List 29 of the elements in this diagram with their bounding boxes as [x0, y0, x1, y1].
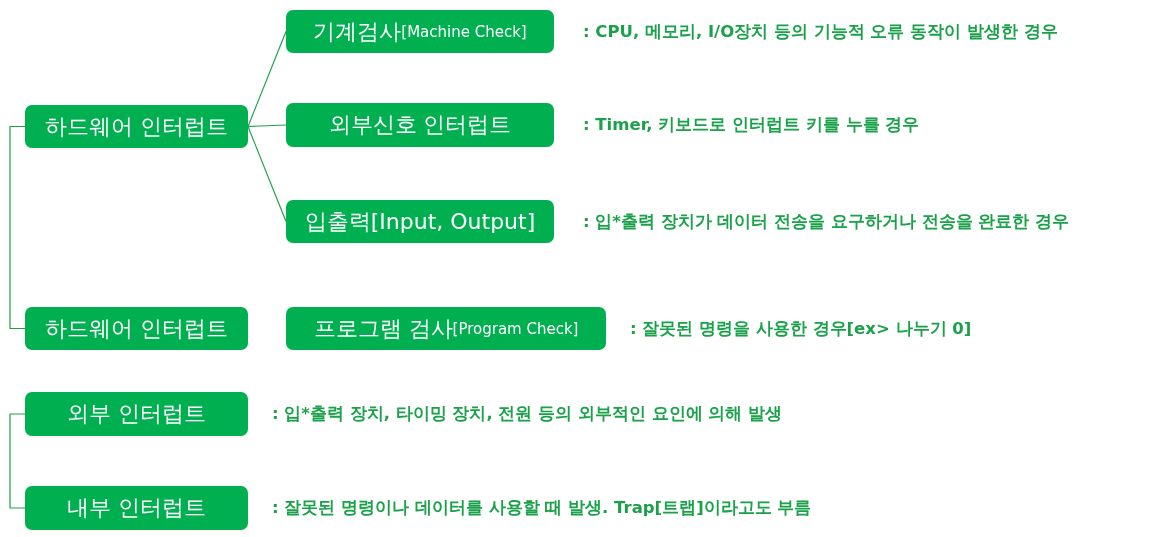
description-text: : 잘못된 명령이나 데이터를 사용할 때 발생. Trap[트랩]이라고도 부름	[272, 498, 812, 518]
connector-line	[247, 30, 287, 128]
category-box	[25, 307, 248, 350]
box-label: 프로그램 검사	[313, 314, 453, 343]
box-label: 기계검사	[313, 17, 402, 46]
description-text: : 입*출력 장치, 타이밍 장치, 전원 등의 외부적인 요인에 의해 발생	[272, 404, 783, 424]
box-label: 내부 인터럽트	[67, 494, 206, 522]
description-text: : CPU, 메모리, I/O장치 등의 기능적 오류 동작이 발생한 경우	[583, 21, 1058, 42]
category-box	[25, 486, 248, 530]
category-box	[25, 105, 248, 148]
description-text: : Timer, 키보드로 인터럽트 키를 누를 경우	[583, 115, 920, 135]
category-box	[286, 103, 554, 147]
box-subtitle: [Program Check]	[452, 319, 579, 338]
category-box	[25, 392, 248, 436]
description-text: : 잘못된 명령을 사용한 경우[ex> 나누기 0]	[630, 318, 972, 339]
connector-line	[9, 125, 26, 330]
connector-line	[247, 125, 287, 223]
box-label: 하드웨어 인터럽트	[45, 314, 228, 343]
category-box	[286, 200, 554, 243]
box-subtitle: [Machine Check]	[401, 22, 527, 41]
connector-line	[247, 124, 287, 128]
connector-line	[9, 413, 26, 509]
description-text: : 입*출력 장치가 데이터 전송을 요구하거나 전송을 완료한 경우	[583, 211, 1070, 232]
box-label: 외부 인터럽트	[67, 400, 206, 428]
box-label: 하드웨어 인터럽트	[45, 112, 228, 141]
box-label: 외부신호 인터럽트	[328, 111, 512, 139]
box-label: 입출력[Input, Output]	[304, 207, 536, 236]
category-box	[286, 307, 606, 350]
category-box	[286, 10, 554, 53]
